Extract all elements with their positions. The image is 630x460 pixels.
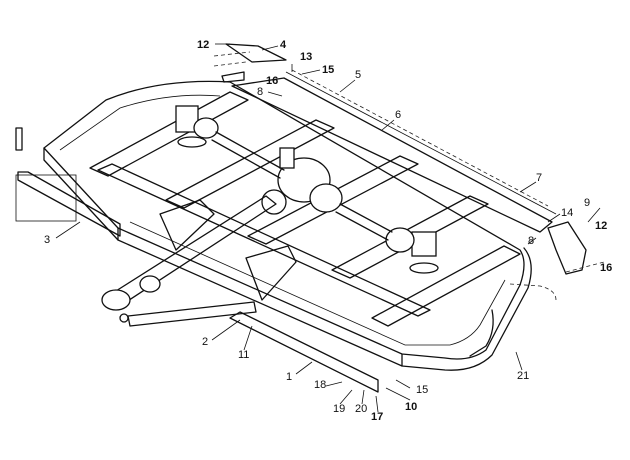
skid	[469, 309, 494, 357]
deck-skirt-front	[117, 227, 403, 367]
callout-10: 10	[405, 401, 418, 413]
left-bracket	[15, 127, 23, 151]
callout-8b: 8	[528, 235, 535, 247]
callout-15b: 15	[416, 384, 429, 396]
gearbox-left	[175, 105, 219, 148]
callout-1: 1	[286, 371, 293, 383]
callout-11: 11	[238, 349, 250, 361]
top-bracket-piece	[221, 71, 245, 83]
frame-rail-b	[165, 119, 335, 209]
drive-shaft-left	[211, 131, 285, 179]
callout-5: 5	[355, 69, 362, 81]
callout-2: 2	[202, 336, 209, 348]
top-bracket	[225, 43, 287, 63]
callout-12b: 12	[595, 220, 608, 232]
frame-rail-e	[371, 245, 521, 327]
gearbox-right	[385, 227, 439, 274]
front-rail	[229, 311, 379, 393]
hitch-frame	[101, 195, 297, 327]
top-bracket-dash	[213, 51, 251, 67]
callout-16b: 16	[600, 262, 613, 274]
deck-inner-right	[129, 221, 506, 346]
callout-17: 17	[371, 411, 384, 423]
deck-inner-left	[59, 94, 221, 151]
end-bolts	[565, 261, 605, 273]
deck-skirt-left	[43, 147, 119, 241]
frame-rail-c	[247, 155, 419, 245]
callout-19: 19	[333, 403, 346, 415]
callout-16: 16	[266, 75, 279, 87]
part-3-box	[15, 174, 77, 222]
callout-20: 20	[355, 403, 368, 415]
callout-6: 6	[395, 109, 402, 121]
callout-13: 13	[300, 51, 313, 63]
side-rail-top	[231, 77, 553, 233]
callout-15: 15	[322, 64, 335, 76]
leader-lines	[55, 43, 601, 413]
callout-3: 3	[44, 234, 51, 246]
callout-9: 9	[584, 197, 591, 209]
callout-12: 12	[197, 39, 210, 51]
frame-rail-a	[89, 91, 249, 177]
drive-shaft-right	[335, 203, 393, 241]
callout-14: 14	[561, 207, 574, 219]
frame-long-rail	[97, 163, 431, 317]
side-rail-teeth	[291, 69, 549, 207]
callout-4: 4	[280, 39, 287, 51]
callout-21: 21	[517, 370, 530, 382]
skid-dash	[509, 283, 557, 301]
deck-outline	[43, 80, 525, 360]
frame-rail-d	[331, 195, 489, 279]
callout-8: 8	[257, 86, 264, 98]
side-rail-edge	[285, 71, 557, 215]
callout-18: 18	[314, 379, 327, 391]
callout-7: 7	[536, 172, 543, 184]
end-plate	[547, 221, 587, 275]
left-front-rail	[17, 171, 121, 237]
deck-rounded-end	[401, 247, 532, 371]
gearbox-center	[261, 147, 343, 215]
